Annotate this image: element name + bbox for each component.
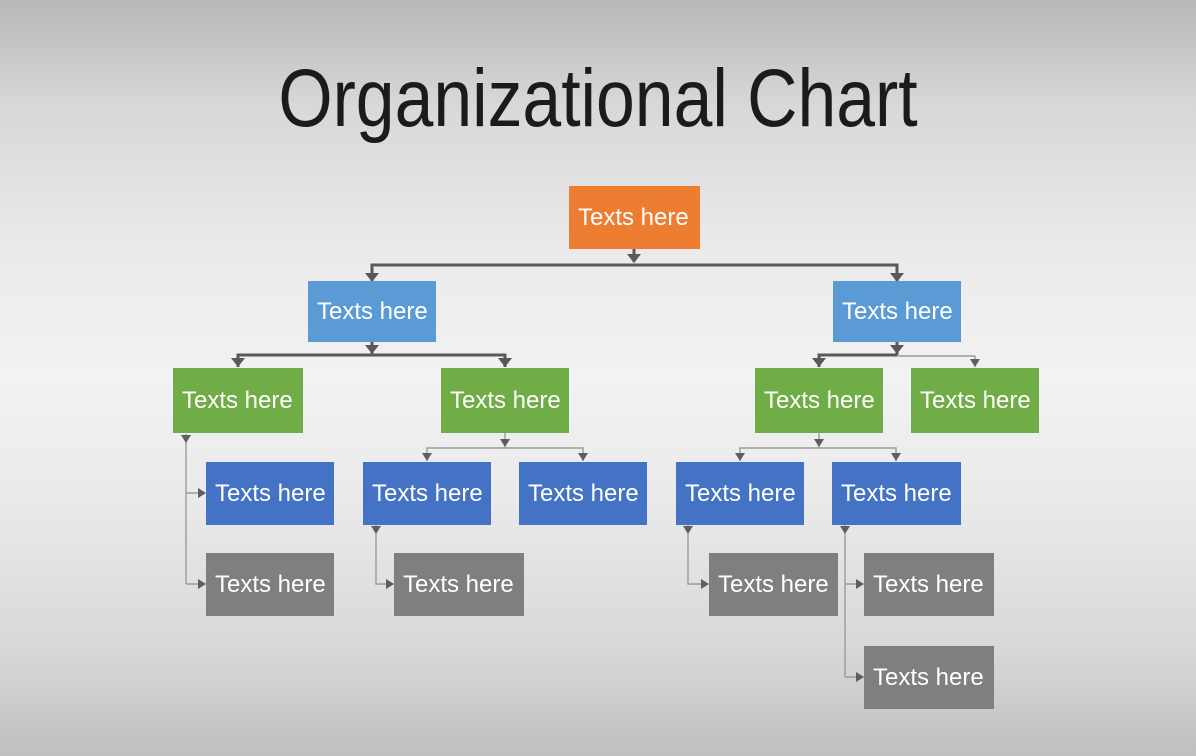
org-node-team-4-label: Texts here	[685, 479, 796, 507]
org-node-branch-right[interactable]: Texts here	[833, 281, 961, 342]
org-node-root[interactable]: Texts here	[569, 186, 700, 249]
org-node-branch-left-label: Texts here	[317, 297, 428, 325]
org-node-sub-1[interactable]: Texts here	[206, 553, 334, 616]
org-node-dept-4[interactable]: Texts here	[911, 368, 1039, 433]
org-node-team-5[interactable]: Texts here	[832, 462, 961, 525]
org-node-team-3-label: Texts here	[528, 479, 639, 507]
org-node-branch-left[interactable]: Texts here	[308, 281, 436, 342]
org-node-team-3[interactable]: Texts here	[519, 462, 647, 525]
org-node-team-1-label: Texts here	[215, 479, 326, 507]
org-node-dept-3-label: Texts here	[764, 386, 875, 414]
org-node-sub-3[interactable]: Texts here	[709, 553, 838, 616]
org-node-dept-3[interactable]: Texts here	[755, 368, 883, 433]
org-node-team-2[interactable]: Texts here	[363, 462, 491, 525]
org-node-team-5-label: Texts here	[841, 479, 952, 507]
org-node-sub-4-label: Texts here	[873, 570, 984, 598]
org-node-sub-2[interactable]: Texts here	[394, 553, 524, 616]
org-node-sub-4[interactable]: Texts here	[864, 553, 994, 616]
org-node-sub-2-label: Texts here	[403, 570, 514, 598]
org-node-dept-2[interactable]: Texts here	[441, 368, 569, 433]
org-node-dept-2-label: Texts here	[450, 386, 561, 414]
org-node-sub-1-label: Texts here	[215, 570, 326, 598]
org-node-dept-1[interactable]: Texts here	[173, 368, 303, 433]
org-node-branch-right-label: Texts here	[842, 297, 953, 325]
org-node-team-1[interactable]: Texts here	[206, 462, 334, 525]
org-node-team-4[interactable]: Texts here	[676, 462, 804, 525]
page-title: Organizational Chart	[278, 53, 918, 144]
org-node-team-2-label: Texts here	[372, 479, 483, 507]
org-node-sub-3-label: Texts here	[718, 570, 829, 598]
org-node-sub-5[interactable]: Texts here	[864, 646, 994, 709]
org-node-dept-1-label: Texts here	[182, 386, 293, 414]
org-node-root-label: Texts here	[578, 203, 689, 231]
org-node-dept-4-label: Texts here	[920, 386, 1031, 414]
org-node-sub-5-label: Texts here	[873, 663, 984, 691]
